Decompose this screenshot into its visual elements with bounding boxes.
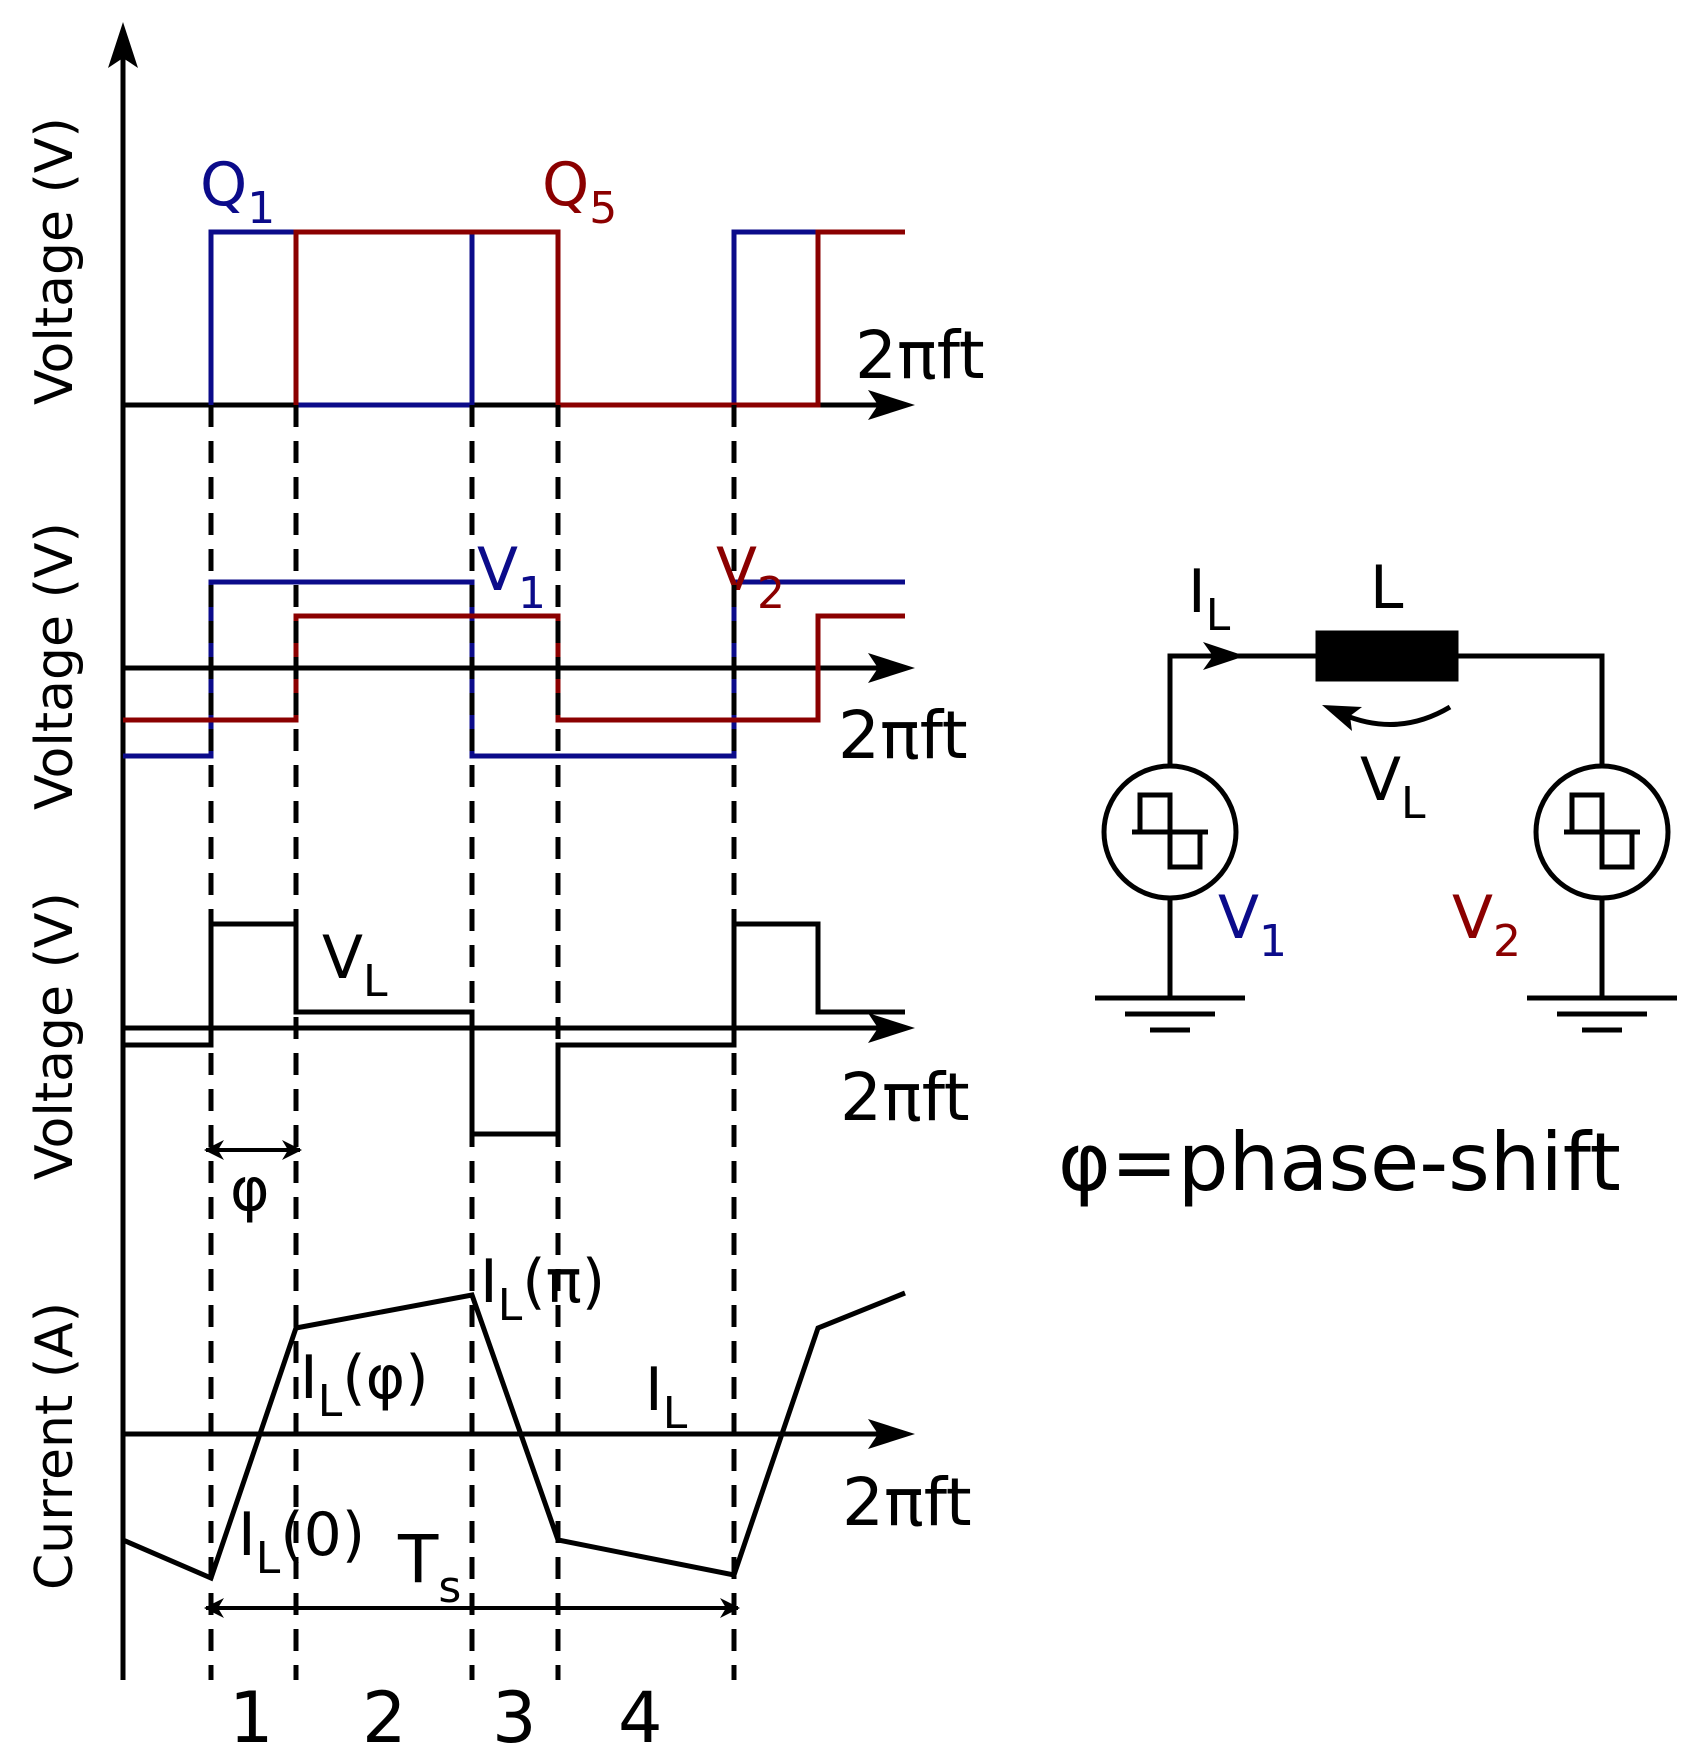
x-axis-4-arrowhead [868, 1419, 915, 1449]
v2-label: V2 [716, 535, 785, 619]
y-axis-3-label: Voltage (V) [25, 892, 85, 1180]
plot-bridge-voltages: V1 V2 2πft Voltage (V) [25, 522, 968, 810]
il0-label: IL(0) [238, 1500, 365, 1584]
x-axis-1-arrowhead [868, 390, 915, 420]
circuit-v1-label: V1 [1218, 883, 1287, 967]
circuit-labels: IL L VL V1 V2 φ=phase-shift [1058, 553, 1621, 1209]
x-axis-2-label: 2πft [838, 697, 968, 774]
il-waveform [122, 1290, 906, 1582]
circuit-il-label: IL [1188, 557, 1231, 641]
interval-guides [208, 405, 737, 1680]
circuit-inductor-label: L [1370, 553, 1404, 623]
ilphi-label: IL(φ) [300, 1343, 429, 1427]
ilpi-label: IL(π) [480, 1247, 605, 1331]
interval-label: 4 [618, 1677, 663, 1759]
plot-gate-signals: Q1 Q5 2πft Voltage (V) [25, 117, 985, 420]
q5-label: Q5 [542, 150, 617, 234]
q5-waveform [293, 229, 905, 408]
x-axis-4-label: 2πft [842, 1464, 972, 1541]
circuit-v2-label: V2 [1452, 883, 1521, 967]
x-axis-2-arrowhead [868, 653, 915, 683]
wire-right [1456, 653, 1605, 768]
wire-left [1167, 653, 1318, 768]
y-axis-2-label: Voltage (V) [25, 522, 85, 810]
interval-label: 2 [362, 1677, 407, 1759]
circuit-vl-label: VL [1360, 745, 1426, 829]
interval-label: 3 [492, 1677, 537, 1759]
x-axis-3-arrowhead [868, 1013, 915, 1043]
y-axis-arrowhead [108, 22, 138, 68]
x-axis-3-label: 2πft [840, 1059, 970, 1136]
square-wave-icon [1132, 792, 1208, 870]
vl-waveform [123, 921, 905, 1137]
circuit-schematic [1095, 630, 1677, 1033]
ts-label: Ts [397, 1521, 461, 1613]
y-axis-1-label: Voltage (V) [25, 117, 85, 405]
phi-label: φ [230, 1155, 270, 1225]
interval-label: 1 [229, 1677, 274, 1759]
plot-inductor-current: IL(0) IL(φ) IL(π) IL 2πft Current (A) Ts [25, 1247, 972, 1618]
y-axis-4-label: Current (A) [25, 1302, 85, 1590]
vl-label: VL [322, 923, 388, 1007]
vl-arrowhead [1322, 705, 1362, 731]
x-axis-1-label: 2πft [855, 317, 985, 394]
vl-arrow [1341, 704, 1452, 727]
interval-numbers: 1 2 3 4 [229, 1677, 663, 1759]
il-label: IL [645, 1355, 688, 1439]
square-wave-icon [1564, 792, 1640, 870]
plot-inductor-voltage: VL 2πft Voltage (V) φ [25, 892, 970, 1225]
current-direction-arrow [1203, 642, 1245, 670]
phase-shift-definition: φ=phase-shift [1058, 1116, 1621, 1209]
v1-label: V1 [477, 535, 546, 619]
q1-waveform [208, 229, 821, 408]
q1-label: Q1 [200, 150, 275, 234]
inductor [1315, 630, 1459, 682]
